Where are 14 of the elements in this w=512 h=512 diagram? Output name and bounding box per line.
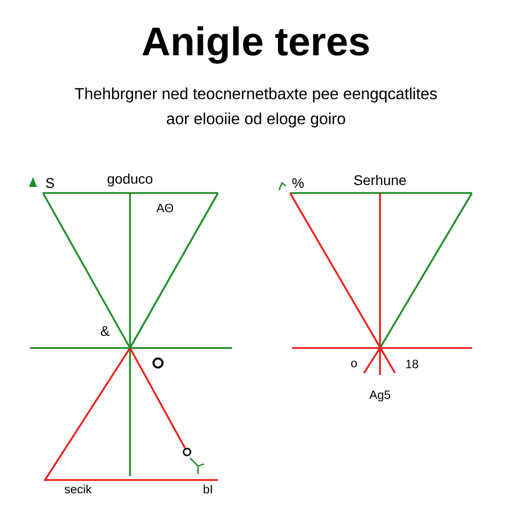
angle-label: Serhune <box>354 174 406 186</box>
angle-label: secik <box>64 484 92 494</box>
angle-label: & <box>100 326 110 336</box>
angle-label: S <box>46 178 54 188</box>
subtitle: aor elooiie od eloge goiro <box>166 112 346 128</box>
angle-label: o <box>351 360 357 368</box>
angle-label: bI <box>204 484 212 494</box>
subtitle: Thehbrgner ned teocnernetbaxte pee eengqcatlites <box>74 88 437 102</box>
angle-label: goduco <box>108 173 152 187</box>
angle-label: AΘ <box>156 204 174 212</box>
angle-label: % <box>292 178 304 188</box>
angle-label: 18 <box>406 360 418 368</box>
angle-label: Ag5 <box>369 390 390 402</box>
title: Anigle teres <box>142 26 369 64</box>
